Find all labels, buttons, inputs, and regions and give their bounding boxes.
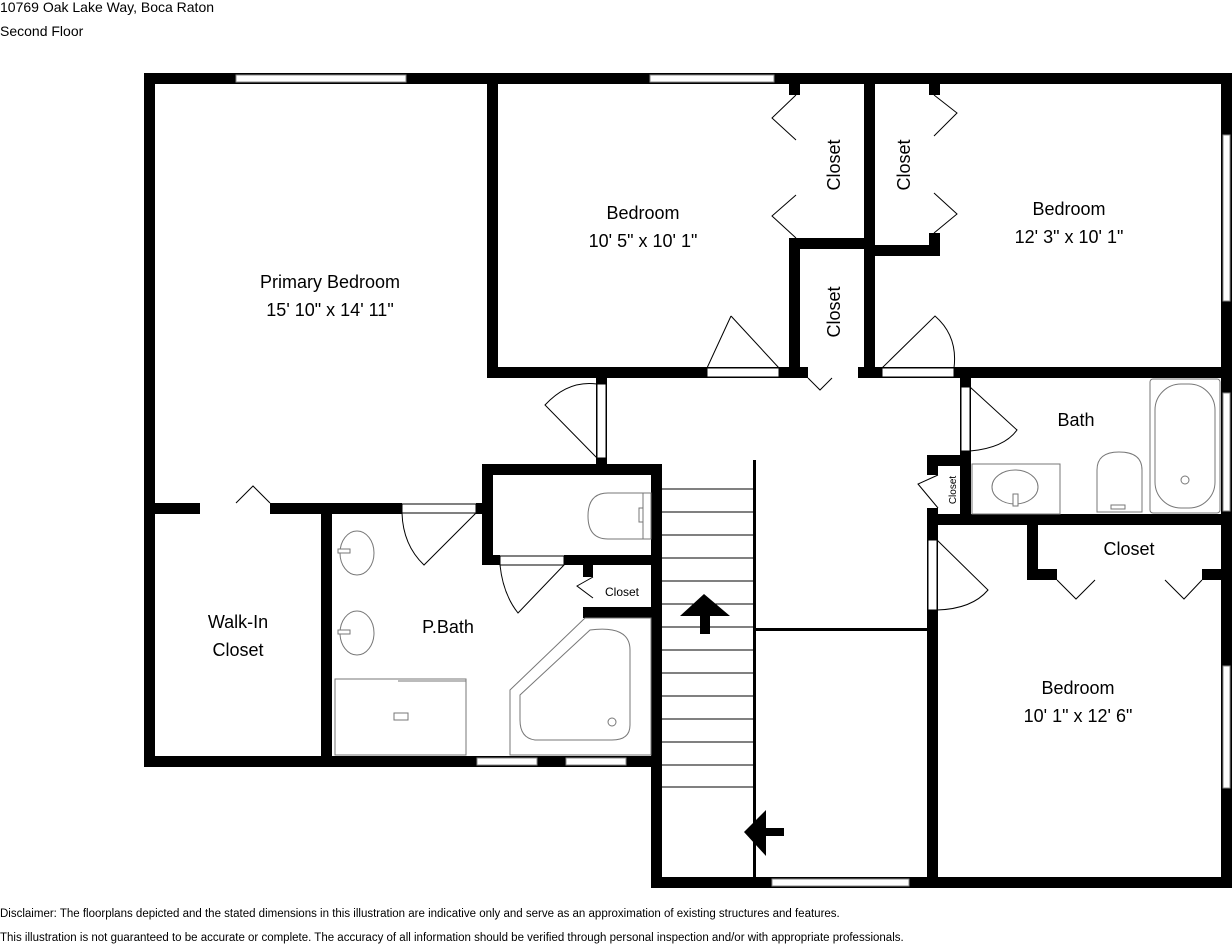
disclaimer-line-1: Disclaimer: The floorplans depicted and … <box>0 908 840 920</box>
stairs <box>662 488 753 788</box>
bedroom-mid-name: Bedroom <box>606 203 679 223</box>
fixtures <box>334 378 1221 756</box>
bedroom-bottom-name: Bedroom <box>1041 678 1114 698</box>
closet-hall-label: Closet <box>824 286 844 337</box>
bath-name: Bath <box>1057 410 1094 430</box>
primary-bedroom-name: Primary Bedroom <box>260 272 400 292</box>
closet-a-label: Closet <box>824 139 844 190</box>
bedroom-bottom-dims: 10' 1" x 12' 6" <box>1024 706 1133 726</box>
bedroom-right-name: Bedroom <box>1032 199 1105 219</box>
stair-arrow-up-icon <box>680 594 730 634</box>
walk-in-closet-line1: Walk-In <box>208 612 268 632</box>
doors <box>235 94 1203 614</box>
bedroom-right-dims: 12' 3" x 10' 1" <box>1015 227 1124 247</box>
bedroom-mid-dims: 10' 5" x 10' 1" <box>589 231 698 251</box>
stair-arrow-left-icon <box>744 810 784 856</box>
primary-bedroom-dims: 15' 10" x 14' 11" <box>266 300 393 320</box>
windows <box>235 74 1231 887</box>
primary-bath-name: P.Bath <box>422 617 474 637</box>
walk-in-closet-line2: Closet <box>212 640 263 660</box>
closet-bath-label: Closet <box>948 476 959 505</box>
disclaimer-line-2: This illustration is not guaranteed to b… <box>0 932 904 944</box>
closet-pbath-label: Closet <box>605 585 640 599</box>
closet-bottom-right-label: Closet <box>1103 539 1154 559</box>
floor-label: Second Floor <box>0 23 84 39</box>
walls <box>144 73 1232 888</box>
closet-b-label: Closet <box>894 139 914 190</box>
address-label: 10769 Oak Lake Way, Boca Raton <box>0 0 215 15</box>
